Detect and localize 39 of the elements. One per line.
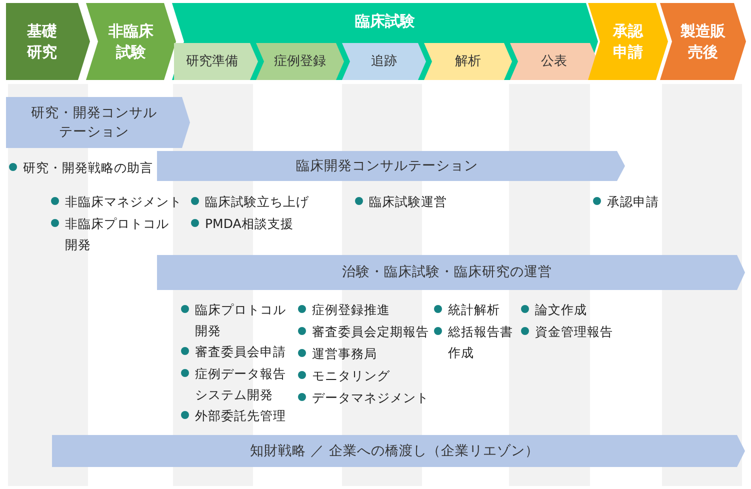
service-banner (52, 435, 745, 467)
phase-label: 承認申請 (612, 21, 644, 62)
bullet-item: PMDA相談支援 (190, 213, 345, 234)
bullet-item: 非臨床プロトコル開発 (50, 213, 181, 255)
phase-header (660, 3, 746, 80)
subphase-header (424, 43, 512, 80)
subphase-header (256, 43, 344, 80)
phase-label: 研究準備 (186, 52, 238, 70)
service-label: 治験・臨床試験・臨床研究の運営 (342, 263, 552, 282)
bullet-item: 論文作成 (520, 299, 635, 320)
bullet-item: 研究・開発戦略の助言 (8, 157, 173, 178)
bullet-item: 審査委員会申請 (180, 341, 307, 362)
phase-header (86, 3, 176, 80)
service-label: 研究・開発コンサルテーション (30, 104, 158, 141)
service-banner (6, 97, 190, 148)
bullet-item: 外部委託先管理 (180, 405, 307, 426)
bullet-item: 臨床プロトコル開発 (180, 299, 296, 341)
phase-label: 基礎研究 (26, 21, 58, 62)
phase-header (588, 3, 668, 80)
phase-label: 症例登録 (274, 52, 326, 70)
bullet-item: モニタリング (297, 365, 452, 386)
service-banner (157, 151, 625, 181)
phase-header (172, 3, 598, 80)
phase-label: 製造販売後 (680, 21, 726, 62)
subphase-header (174, 43, 258, 80)
bullet-item: 臨床試験運営 (354, 191, 509, 212)
bullet-item: 承認申請 (592, 191, 707, 212)
phase-header (6, 3, 90, 80)
bullet-item: 症例データ報告システム開発 (180, 363, 296, 405)
phase-label: 解析 (455, 52, 481, 70)
phase-label: 追跡 (371, 52, 397, 70)
bullet-item: 臨床試験立ち上げ (190, 191, 345, 212)
phase-label: 非臨床試験 (108, 21, 154, 62)
bullet-item: 資金管理報告 (520, 321, 645, 342)
service-banner (157, 255, 745, 290)
service-label: 知財戦略 ／ 企業への橋渡し（企業リエゾン） (250, 442, 539, 460)
bullet-item: データマネジメント (297, 387, 452, 408)
service-label: 臨床開発コンサルテーション (296, 156, 478, 176)
phase-label: 臨床試験 (355, 11, 415, 32)
